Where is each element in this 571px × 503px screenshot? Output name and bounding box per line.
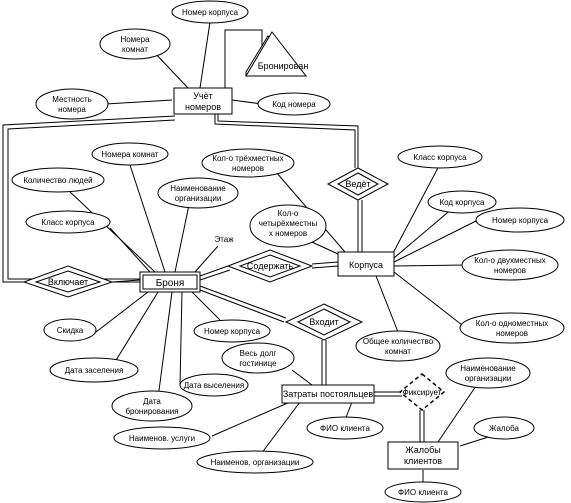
attr-uchet-nomer-korpusa: [171, 0, 249, 24]
attr-zat-naim-org: [196, 450, 314, 474]
attr-zh-naim-org-l2: организации: [465, 374, 512, 383]
attr-korp-nomer-label: Номер корпуса: [492, 216, 549, 225]
attr-korp-kol-tryoh-l1: Кол-о трёхместных: [212, 154, 283, 163]
attr-zat-naim-org-label: Наименов. организации: [211, 458, 300, 467]
attr-uchet-mestnost-l1: Местность: [52, 95, 92, 104]
attr-bron-data-bron-l1: Дата: [143, 397, 161, 406]
entity-uchet-nomerov: Учёт номеров: [173, 87, 233, 115]
relation-fiksiruet: Фиксирует: [398, 373, 446, 411]
attr-bron-data-bron: [111, 390, 193, 422]
attr-bron-naim-org-l1: Наименование: [170, 184, 226, 193]
attr-uchet-kod-nomera-label: Код номера: [272, 100, 316, 109]
attr-bron-nomera-komnat: [91, 142, 169, 166]
entity-bron-label: Броня: [156, 278, 185, 289]
entity-zhaloby-line1: Жалобы: [405, 445, 440, 455]
attr-korp-kol-odno-l2: номеров: [496, 329, 528, 338]
attr-korp-kol-chetyr-l3: х номеров: [269, 229, 307, 238]
attr-korp-kol-chetyr: [249, 204, 327, 248]
attr-bron-klass-korpusa: [25, 210, 111, 234]
entity-uchet-line2: номеров: [185, 102, 221, 112]
entity-bron: Броня: [139, 271, 201, 293]
relation-vedet-label: Ведёт: [345, 179, 370, 189]
attr-bron-kol-ludey: [11, 167, 105, 193]
attr-korp-kol-chetyr-l2: четырёхместны: [259, 219, 318, 228]
attr-bron-naim-org-l2: организации: [175, 194, 222, 203]
attr-bron-data-zaseleniya: [49, 357, 139, 383]
attr-zh-fio: [384, 481, 462, 503]
relation-vhodit-label: Входит: [309, 317, 339, 327]
attr-korp-kol-tryoh-l2: номеров: [232, 164, 264, 173]
attr-bron-skidka: [43, 318, 97, 342]
attr-korp-kol-odno: [459, 312, 565, 344]
attr-bron-nomer-korpusa-label: Номер корпуса: [204, 327, 261, 336]
relation-fiksiruet-label: Фиксирует: [403, 388, 442, 397]
attr-korp-kol-odno-l1: Кол-о одноместных: [476, 319, 549, 328]
entity-korpusa-label: Корпуса: [349, 260, 383, 270]
attr-korp-kol-dvuh-l2: номеров: [494, 266, 526, 275]
triangle-label: Бронирован: [258, 61, 309, 71]
attr-bron-data-vyseleniya: [179, 373, 249, 397]
floor-label: Этаж: [214, 235, 234, 244]
attr-bron-nomer-korpusa: [193, 319, 271, 343]
attribute-ellipses: [11, 0, 565, 503]
attr-bron-data-zaseleniya-label: Дата заселения: [65, 366, 124, 375]
attr-korp-kod: [427, 190, 497, 214]
attr-korp-obschee-l1: Общее количество: [363, 337, 434, 346]
entity-zatraty: Затраты постояльцев: [281, 384, 375, 404]
attr-zh-zhaloba-label: Жалоба: [489, 424, 520, 433]
attr-uchet-nomera-komnat: [99, 28, 171, 60]
attr-korp-kol-tryoh: [201, 148, 295, 178]
attr-uchet-nomera-komnat-l2: комнат: [122, 45, 148, 54]
attr-bron-data-bron-l2: бронирования: [125, 407, 178, 416]
attr-zat-ves-dolg-l1: Весь долг: [240, 349, 277, 358]
attr-korp-kol-dvuh-l1: Кол-о двухместных: [474, 256, 545, 265]
attr-zh-naim-org: [445, 357, 531, 389]
relation-vedet: Ведёт: [326, 167, 390, 201]
attribute-labels: Номер корпуса Номера комнат Местность но…: [23, 8, 548, 497]
attr-zat-ves-dolg-l2: гостинице: [239, 359, 277, 368]
attr-zat-naim-uslugi-label: Наименов. услуги: [129, 434, 195, 443]
attr-zh-naim-org-l1: Наименование: [460, 364, 516, 373]
entity-uchet-line1: Учёт: [193, 91, 213, 101]
attr-bron-data-vyseleniya-label: Дата выселения: [184, 381, 244, 390]
attr-korp-klass-label: Класс корпуса: [413, 153, 467, 162]
attr-zh-zhaloba: [473, 416, 535, 440]
attr-uchet-mestnost: [35, 88, 109, 120]
attr-zh-fio-label: ФИО клиента: [398, 488, 448, 497]
relation-vkluchaet-label: Включает: [48, 277, 88, 287]
relation-soderzhat-label: Содержать: [247, 261, 294, 271]
attr-korp-klass: [397, 145, 483, 169]
attr-korp-kol-dvuh: [461, 249, 559, 281]
attr-korp-kol-chetyr-l1: Кол-о: [278, 209, 299, 218]
attr-bron-naim-org: [157, 177, 239, 209]
attr-zat-fio: [306, 416, 384, 440]
attr-korp-kod-label: Код корпуса: [439, 198, 485, 207]
entity-zhaloby-line2: клиентов: [404, 456, 442, 466]
attr-korp-obschee-l2: комнат: [385, 347, 411, 356]
relation-vhodit: Входит: [284, 303, 364, 341]
attr-uchet-mestnost-l2: номера: [58, 105, 86, 114]
attr-bron-kol-ludey-label: Количество людей: [23, 176, 92, 185]
entity-zatraty-label: Затраты постояльцев: [283, 389, 374, 399]
attr-zat-fio-label: ФИО клиента: [320, 424, 370, 433]
attr-uchet-kod-nomera: [257, 92, 331, 116]
relation-soderzhat: Содержать: [226, 249, 314, 283]
attr-bron-klass-korpusa-label: Класс корпуса: [41, 218, 95, 227]
entity-korpusa: Корпуса: [337, 251, 395, 277]
attr-uchet-nomera-komnat-l1: Номера: [120, 35, 150, 44]
attr-bron-nomera-komnat-label: Номера комнат: [101, 150, 159, 159]
attr-korp-obschee: [355, 330, 441, 362]
relation-vkluchaet: Включает: [22, 265, 114, 298]
attr-bron-skidka-label: Скидка: [57, 326, 84, 335]
attr-zat-ves-dolg: [221, 342, 295, 374]
attr-korp-nomer: [475, 207, 565, 233]
attr-zat-naim-uslugi: [113, 426, 211, 450]
entity-zhaloby: Жалобы клиентов: [387, 441, 459, 470]
attr-uchet-nomer-korpusa-label: Номер корпуса: [182, 8, 239, 17]
